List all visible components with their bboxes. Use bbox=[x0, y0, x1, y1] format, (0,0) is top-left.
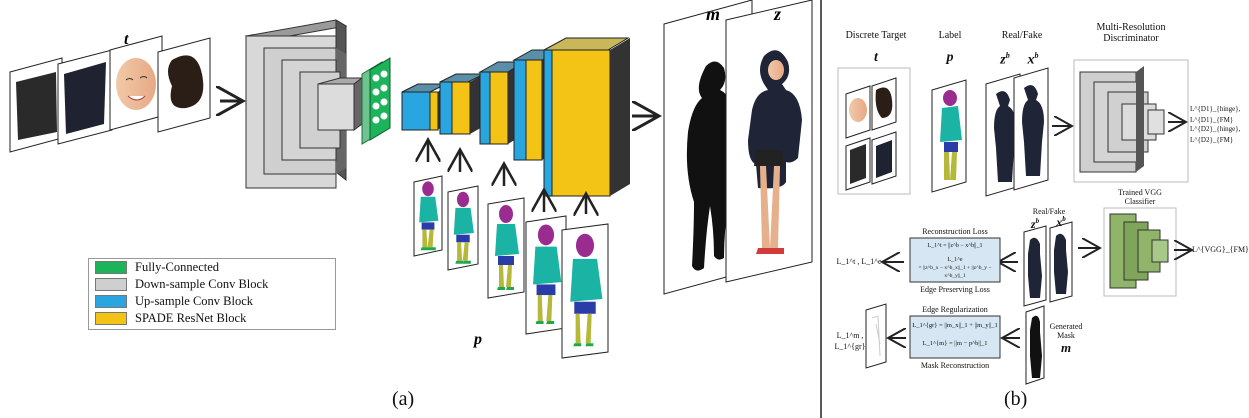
legend-label: SPADE ResNet Block bbox=[135, 311, 247, 325]
loss-d1: L^{D1}_{hinge}, L^{D1}_{FM} bbox=[1190, 105, 1241, 124]
legend-item-up: Up-sample Conv Block bbox=[89, 293, 335, 310]
label-zb: zb bbox=[1000, 51, 1010, 68]
legend-item-spade: SPADE ResNet Block bbox=[89, 310, 335, 327]
reconstruction-loss-box bbox=[909, 237, 1001, 283]
loss-left-1: L_1^t , L_1^e bbox=[836, 257, 882, 266]
generated-mask-image bbox=[1025, 305, 1045, 385]
trained-vgg-title: Trained VGG Classifier bbox=[1118, 188, 1162, 206]
real-fake-title-2: Real/Fake bbox=[1032, 207, 1066, 216]
label-map-4 bbox=[525, 215, 567, 335]
label-map-stack bbox=[413, 175, 609, 359]
label-box bbox=[931, 79, 967, 193]
label-map-1 bbox=[413, 175, 443, 257]
edge-regularization-box bbox=[909, 315, 1001, 359]
reconstruction-loss-title: Reconstruction Loss bbox=[922, 227, 988, 236]
discrete-target-title: Discrete Target bbox=[845, 30, 907, 41]
label-map-3 bbox=[487, 197, 525, 299]
mask-reconstruction-title: Mask Reconstruction bbox=[920, 361, 990, 370]
legend-swatch bbox=[95, 295, 127, 308]
label-zb-2: zb bbox=[1030, 217, 1040, 231]
discrete-target-t: t bbox=[874, 50, 878, 65]
pants-image bbox=[16, 72, 57, 140]
input-target-stack bbox=[9, 35, 211, 153]
legend: Fully-Connected Down-sample Conv Block U… bbox=[88, 258, 336, 330]
label-arrows bbox=[428, 142, 586, 214]
label-m: m bbox=[706, 4, 720, 24]
legend-item-fc: Fully-Connected bbox=[89, 259, 335, 276]
output-image bbox=[725, 0, 813, 283]
loss-vgg: L^{VGG}_{FM} bbox=[1192, 245, 1249, 254]
fully-connected-block bbox=[361, 57, 391, 145]
decoder-blocks bbox=[401, 37, 630, 197]
legend-swatch bbox=[95, 312, 127, 325]
recon-eq2b: = ||z^b_x − x^b_x||_1 + ||z^b_y − x^b_y|… bbox=[918, 265, 992, 279]
generated-mask-title: Generated Mask bbox=[1049, 322, 1083, 340]
legend-label: Down-sample Conv Block bbox=[135, 277, 269, 291]
edge-eq1: L_1^{gr} = ||m_x||_1 + ||m_y||_1 bbox=[912, 322, 998, 329]
loss-d2: L^{D2}_{hinge}, L^{D2}_{FM} bbox=[1190, 125, 1241, 144]
label-xb-2: xb bbox=[1056, 215, 1066, 229]
shirt-image bbox=[64, 62, 106, 134]
loss-left-2: L_1^m , L_1^{gr} bbox=[834, 331, 866, 351]
label-map-5 bbox=[561, 223, 609, 359]
discriminator-title: Multi-Resolution Discriminator bbox=[1096, 22, 1166, 44]
face-image bbox=[116, 58, 156, 110]
caption-b: (b) bbox=[1004, 388, 1028, 410]
discrete-target-box bbox=[837, 67, 911, 195]
hair-image bbox=[168, 55, 204, 109]
edge-eq2: L_1^{m} = ||m − p^b||_1 bbox=[922, 340, 988, 347]
label-z: z bbox=[773, 4, 781, 24]
encoder-blocks bbox=[244, 19, 364, 189]
edge-preserving-title: Edge Preserving Loss bbox=[920, 285, 990, 294]
discriminator-blocks bbox=[1073, 59, 1189, 183]
label-p: p bbox=[472, 331, 482, 348]
edge-map-image bbox=[865, 303, 887, 369]
label-p-b: p bbox=[946, 50, 954, 65]
label-m-b: m bbox=[1060, 340, 1072, 355]
label-title: Label bbox=[938, 30, 962, 41]
trained-vgg-block bbox=[1103, 207, 1177, 297]
recon-eq1: L_1^t = ||z^b − x^b||_1 bbox=[927, 243, 983, 249]
recon-eq2a: L_1^e bbox=[947, 257, 963, 263]
legend-item-down: Down-sample Conv Block bbox=[89, 276, 335, 293]
real-fake-pair-bottom bbox=[1023, 221, 1073, 307]
legend-swatch bbox=[95, 278, 127, 291]
label-map-2 bbox=[447, 185, 479, 271]
label-xb: xb bbox=[1027, 51, 1039, 68]
real-fake-title: Real/Fake bbox=[1001, 30, 1043, 41]
label-t: t bbox=[124, 31, 129, 48]
legend-swatch bbox=[95, 261, 127, 274]
edge-regularization-title: Edge Regularization bbox=[922, 305, 988, 314]
caption-a: (a) bbox=[392, 388, 415, 410]
legend-label: Up-sample Conv Block bbox=[135, 294, 254, 308]
legend-label: Fully-Connected bbox=[135, 260, 220, 274]
real-fake-pair-top bbox=[985, 67, 1049, 197]
